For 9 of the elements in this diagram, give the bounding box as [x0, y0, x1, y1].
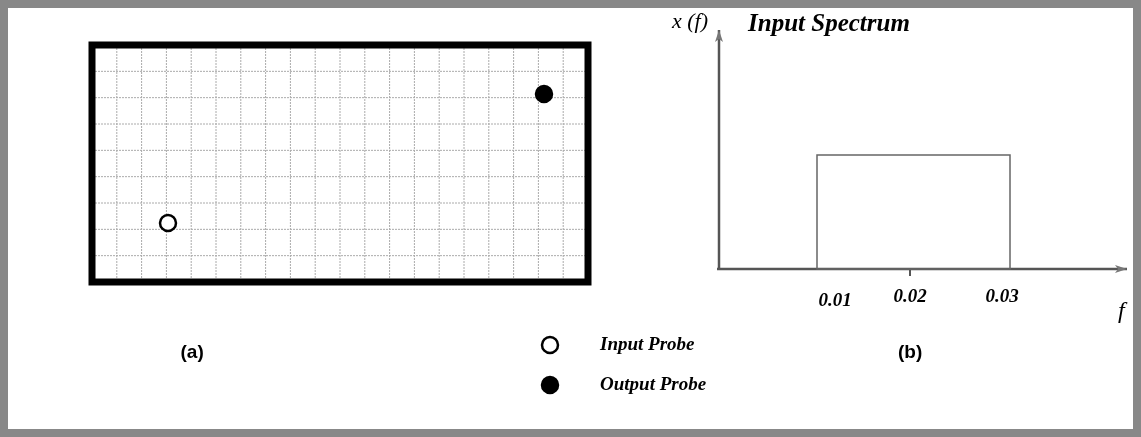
panel-label: (b)	[898, 342, 923, 361]
legend-label: Input Probe	[600, 334, 695, 353]
tick-label: 0.02	[893, 286, 927, 305]
axis-label: x (f)	[672, 10, 709, 32]
tick-label: 0.01	[818, 290, 852, 309]
panel-label: (a)	[180, 342, 204, 361]
legend-label: Output Probe	[600, 374, 707, 393]
tick-label: 0.03	[985, 286, 1019, 305]
chart-title: Input Spectrum	[748, 10, 910, 35]
